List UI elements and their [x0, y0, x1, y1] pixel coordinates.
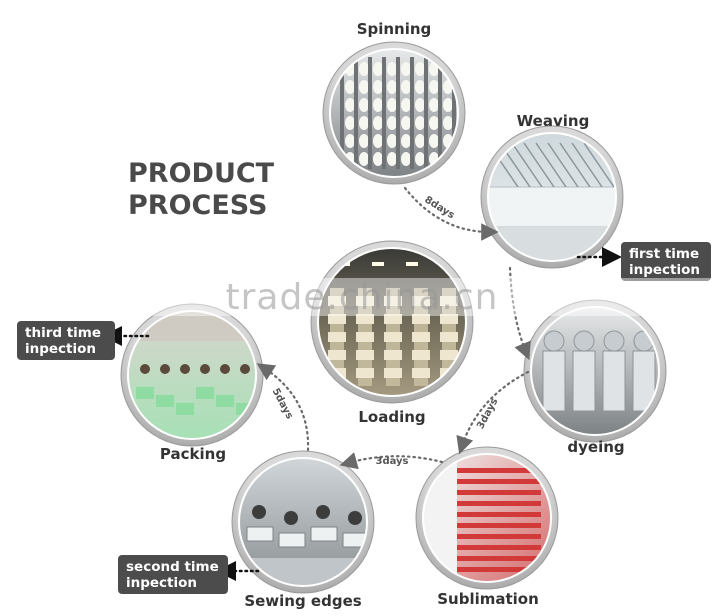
arrow-weaving-dyeing: [508, 266, 531, 361]
circle-loading: [310, 240, 474, 404]
arrow-spinning-weaving: 8days: [403, 186, 499, 241]
arrow-spinning-weaving-duration: 8days: [422, 194, 456, 221]
label-loading: Loading: [358, 408, 426, 426]
badge-first-inspection: first time inpection: [621, 242, 711, 281]
circle-spinning: [322, 41, 466, 185]
label-sewing-edges: Sewing edges: [244, 592, 362, 610]
badge-second-inspection: second time inpection: [118, 555, 228, 594]
label-sublimation: Sublimation: [437, 590, 539, 608]
circle-dyeing: [523, 299, 667, 443]
label-dyeing: dyeing: [567, 438, 625, 456]
arrow-sewing-packing: 5days: [256, 363, 310, 452]
arrow-sublimation-sewing: 3days: [339, 452, 444, 470]
page-title: PRODUCT PROCESS: [128, 158, 308, 222]
title-line-1: PRODUCT: [128, 158, 275, 189]
circle-weaving: [480, 125, 624, 269]
circle-sublimation: [415, 446, 559, 590]
arrow-sublimation-sewing-duration: 3days: [375, 456, 408, 467]
label-spinning: Spinning: [356, 20, 432, 38]
label-weaving: Weaving: [516, 112, 590, 130]
title-line-2: PROCESS: [128, 190, 268, 221]
label-packing: Packing: [159, 445, 227, 463]
arrow-dyeing-sublimation: 3days: [456, 370, 530, 455]
circle-packing: [120, 303, 264, 447]
badge-third-inspection: third time inpection: [17, 321, 115, 360]
